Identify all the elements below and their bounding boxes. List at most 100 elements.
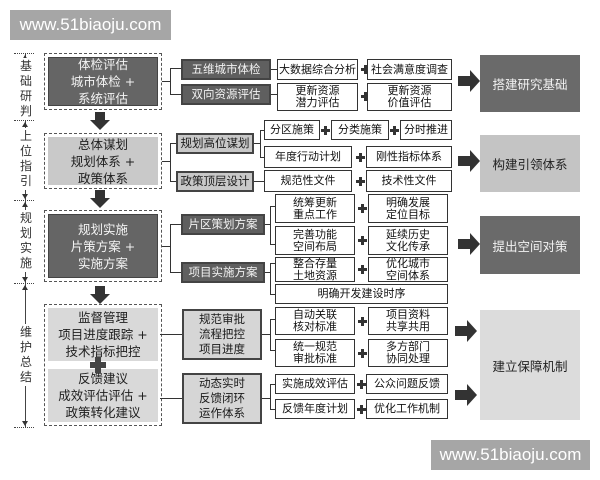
plus-icon [358,204,367,213]
result-research-foundation: 搭建研究基础 [480,55,580,112]
plus-icon [358,349,367,358]
plus-icon [358,236,367,245]
leaf-annual-plan-feedback: 反馈年度计划 [275,399,355,419]
result-guidance-system: 构建引领体系 [480,135,580,192]
stage-label-1: 基础研判 [18,58,34,120]
leaf-effectiveness-evaluation: 实施成效评估 [275,374,355,394]
connector [260,157,265,158]
plus-icon [357,405,366,414]
leaf-technical-documents: 技术性文件 [366,170,452,192]
arrow-right-icon [455,320,477,342]
connector [170,272,181,273]
stage2-title: 总体谋划 [77,136,128,152]
connector [270,409,275,410]
leaf-public-feedback: 公众问题反馈 [366,374,448,394]
connector [270,206,271,244]
connector [262,334,270,335]
connector [160,334,182,335]
leaf-satisfaction-survey: 社会满意度调查 [367,59,452,80]
leaf-optimize-spatial: 优化城市 空间体系 [368,257,448,282]
stage3-line3: 实施方案 [77,255,128,271]
stage4-feedback-line2: 成效评估评估 + [58,388,148,403]
leaf-shared-data: 项目资料 共享共用 [368,307,448,335]
arrow-right-icon [458,70,480,92]
plus-icon [358,265,367,274]
arrow-right-icon [458,150,480,172]
leaf-define-goals: 明确发展 定位目标 [368,194,448,223]
stage-label-3: 规划实施 [18,210,34,272]
stage2-frame: 总体谋划 规划体系 + 政策体系 [44,133,162,189]
arrow-right-icon [455,384,477,406]
stage4-main-box-bottom: 反馈建议 成效评估评估 + 政策转化建议 [48,369,158,422]
axis-divider [14,283,34,284]
stage3-line2: 片策方案 + [70,238,136,254]
connector [270,294,275,295]
stage1-line3: 系统评估 [77,91,128,106]
connector [170,143,171,181]
branch-project-plan: 项目实施方案 [181,262,265,283]
connector [170,68,171,94]
branch-district-plan: 片区策划方案 [181,214,265,235]
axis-divider [14,53,34,54]
leaf-improve-layout: 完善功能 空间布局 [275,226,355,255]
leaf-normative-documents: 规范性文件 [264,170,352,192]
plus-icon [361,92,370,101]
stage4-main-box-top: 监督管理 项目进度跟踪 + 技术指标把控 [48,308,158,361]
leaf-zoned-policy: 分区施策 [264,120,320,140]
branch-dynamic-feedback: 动态实时 反馈闭环 运作体系 [182,373,262,424]
stage4-supervision-line2: 项目进度跟踪 + [58,327,148,342]
stage4-feedback-title: 反馈建议 [77,371,128,386]
leaf-unified-standards: 统一规范 审批标准 [275,339,355,367]
stage3-main-box: 规划实施 片策方案 + 实施方案 [48,214,158,278]
arrow-down-icon [90,112,110,130]
connector [170,143,176,144]
connector [270,384,271,409]
result-spatial-strategy: 提出空间对策 [480,216,580,274]
arrow-right-icon [458,233,480,255]
stage1-frame: 体检评估 城市体检 + 系统评估 [44,53,162,110]
axis-divider [14,427,34,428]
plus-icon [356,153,365,162]
leaf-development-timeline: 明确开发建设时序 [275,284,448,304]
connector [270,263,271,294]
leaf-annual-action-plan: 年度行动计划 [264,146,352,168]
connector [270,319,271,350]
plus-icon [321,126,330,135]
axis-divider [14,200,34,201]
axis-divider [14,120,34,121]
leaf-heritage: 延续历史 文化传承 [368,226,448,255]
stage1-line2: 城市体检 + [70,74,136,89]
leaf-resource-potential: 更新资源 潜力评估 [277,83,358,111]
connector [254,181,264,182]
branch-resource-assessment: 双向资源评估 [181,84,271,105]
watermark-top: www.51biaoju.com [10,10,171,40]
branch-approval-process: 规范审批 流程把控 项目进度 [182,309,262,360]
connector [265,224,270,225]
connector [270,206,275,207]
arrow-down-icon [90,286,110,304]
connector [260,130,261,157]
stage1-main-box: 体检评估 城市体检 + 系统评估 [48,57,158,106]
plus-icon [90,357,106,373]
connector [162,161,170,162]
connector [262,398,270,399]
stage4-frame: 监督管理 项目进度跟踪 + 技术指标把控 反馈建议 成效评估评估 + 政策转化建… [44,304,162,426]
stage-label-4: 维护总结 [18,324,34,386]
connector [270,319,275,320]
stage4-supervision-title: 监督管理 [77,310,128,325]
leaf-big-data-analysis: 大数据综合分析 [277,59,358,80]
connector [270,244,275,245]
connector [170,224,181,225]
stage2-line3: 政策体系 [77,170,128,186]
plus-icon [361,65,370,74]
leaf-category-policy: 分类施策 [331,120,389,140]
connector [170,181,176,182]
connector [162,246,170,247]
plus-icon [357,380,366,389]
connector [270,350,275,351]
connector [271,69,277,70]
leaf-rigid-indicators: 刚性指标体系 [366,146,452,168]
stage3-frame: 规划实施 片策方案 + 实施方案 [44,210,162,282]
result-safeguard-mechanism: 建立保障机制 [480,310,580,420]
connector [265,272,270,273]
